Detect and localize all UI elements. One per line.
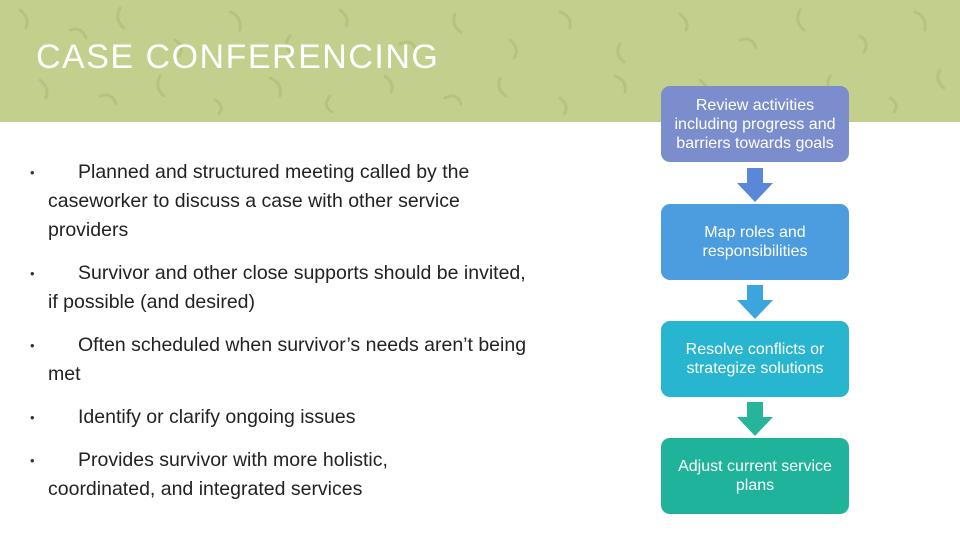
bullet-marker: • [30,410,35,425]
down-arrow-icon [737,168,773,202]
process-step-resolve: Resolve conflicts or strategize solution… [661,321,849,397]
process-step-label: Adjust current service plans [678,458,832,494]
process-step-review: Review activities including progress and… [661,86,849,162]
down-arrow-icon [737,402,773,436]
down-arrow-icon [737,285,773,319]
bullet-text: Survivor and other close supports should… [48,262,526,313]
banner-pattern [18,6,946,116]
process-step-label: Resolve conflicts or strategize solution… [685,341,825,377]
bullet-marker: • [30,266,35,281]
bullet-marker: • [30,165,35,180]
bullet-text: Provides survivor with more holistic, co… [48,449,388,500]
bullet-item: • Identify or clarify ongoing issues [30,403,590,432]
bullet-item: • Planned and structured meeting called … [30,158,590,245]
bullet-text: Identify or clarify ongoing issues [78,406,356,428]
bullet-list: • Planned and structured meeting called … [30,158,590,516]
bullet-marker: • [30,338,35,353]
bullet-item: • Provides survivor with more holistic, … [30,446,590,504]
bullet-text: Often scheduled when survivor’s needs ar… [48,334,527,385]
slide-title: CASE CONFERENCING [36,38,440,76]
title-banner: CASE CONFERENCING [0,0,960,122]
bullet-marker: • [30,453,35,468]
process-step-map-roles: Map roles and responsibilities [661,204,849,280]
bullet-text: Planned and structured meeting called by… [48,161,470,241]
bullet-item: • Survivor and other close supports shou… [30,259,590,317]
process-step-label: Map roles and responsibilities [702,224,808,260]
process-step-label: Review activities including progress and… [674,96,836,152]
bullet-item: • Often scheduled when survivor’s needs … [30,331,590,389]
process-step-adjust: Adjust current service plans [661,438,849,514]
